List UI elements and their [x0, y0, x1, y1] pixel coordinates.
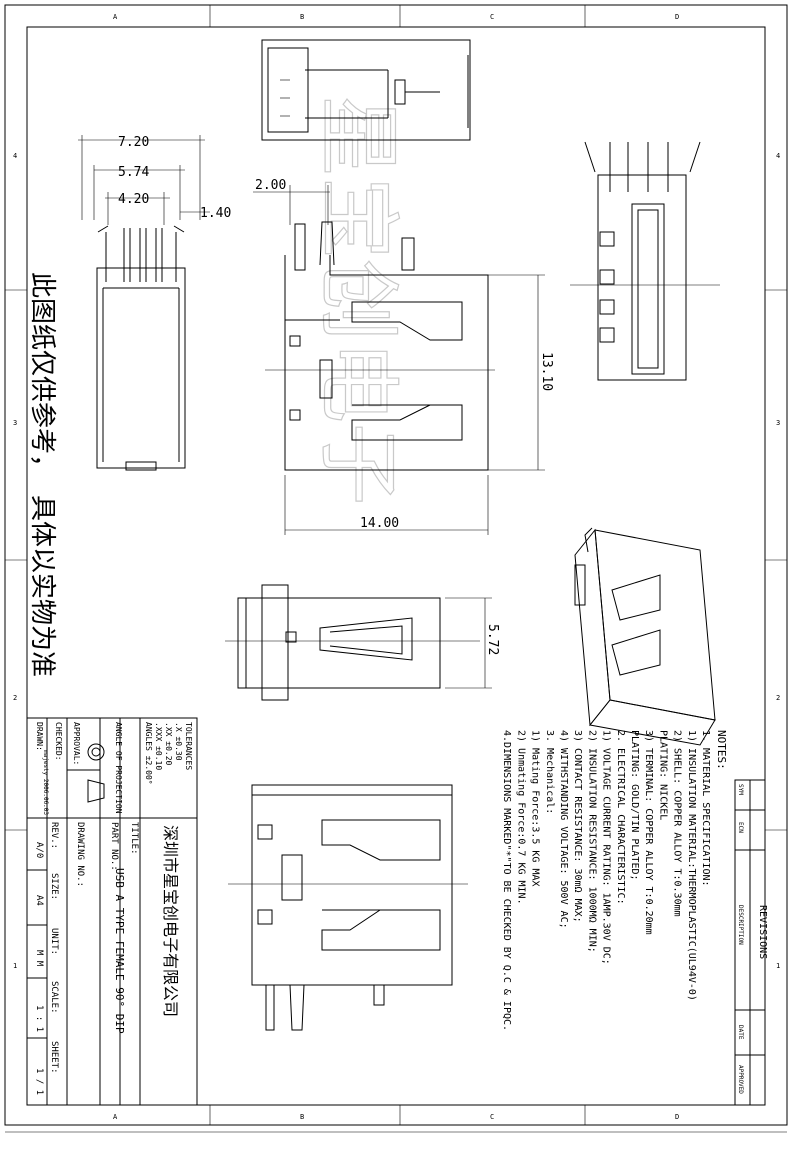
tolerance-xxx: .XXX ±0.10	[154, 722, 163, 770]
note-line: 1) Mating Force:3.5 KG MAX	[530, 730, 541, 887]
tolerance-xx: .XX ±0.20	[164, 722, 173, 766]
note-line: PLATING: GOLD/TIN PLATED;	[629, 730, 640, 881]
note-line: 2. ELECTRICAL CHARACTERISTIC:	[615, 730, 626, 905]
revisions-table	[734, 779, 766, 1106]
tolerance-x: .X ±0.30	[174, 722, 183, 761]
approval-label: APPROVAL:	[72, 722, 81, 765]
drawn-label: DRAWN:	[35, 722, 44, 751]
size-label: SIZE:	[49, 873, 59, 900]
col-label-b-bottom: B	[300, 1113, 304, 1121]
drawing-title: USB A TYPE FEMALE 90° DIP	[113, 868, 126, 1034]
note-line: 2) INSULATION RESISTANCE: 1000MΩ MIN;	[586, 730, 597, 953]
row-label-2-right: 2	[776, 694, 780, 702]
note-line: 4) WITHSTANDING VOLTAGE: 500V AC;	[558, 730, 569, 929]
rev-header-sym: SYM	[737, 784, 744, 795]
lower-side-view-drawing	[228, 784, 468, 1031]
border-ticks	[5, 5, 787, 1125]
rev-header-ecn: ECN	[737, 822, 744, 833]
dim-pin-pitch: 4.20	[118, 192, 149, 207]
isometric-view-drawing	[574, 527, 716, 746]
row-label-3: 3	[13, 419, 17, 427]
size-value: A4	[34, 895, 44, 906]
unit-value: M M	[34, 950, 44, 967]
sheet-value: 1 / 1	[34, 1068, 44, 1095]
col-label-d-bottom: D	[675, 1113, 679, 1121]
side-view-drawing	[253, 185, 545, 535]
rev-header-approved: APPROVED	[737, 1065, 744, 1094]
sheet-label: SHEET:	[49, 1041, 59, 1074]
row-label-1: 1	[13, 962, 17, 970]
title-label: TITLE:	[129, 822, 139, 855]
right-view-drawing	[570, 141, 720, 381]
row-label-1-right: 1	[776, 962, 780, 970]
notes-title: NOTES:	[715, 730, 728, 770]
note-line: 1) INSULATION MATERIAL:THERMOPLASTIC(UL9…	[686, 730, 697, 1001]
col-label-c-bottom: C	[490, 1113, 494, 1121]
rev-label: REV.:	[49, 822, 59, 849]
col-label-b-top: B	[300, 13, 304, 21]
notes-list: 1. MATERIAL SPECIFICATION:1) INSULATION …	[501, 730, 711, 1031]
row-label-4-right: 4	[776, 152, 780, 160]
drawn-value: majesty 2006.06.03	[42, 750, 49, 815]
col-label-a-top: A	[113, 13, 118, 21]
dim-height: 13.10	[539, 352, 554, 391]
scale-value: 1 : 1	[34, 1005, 44, 1032]
col-label-d-top: D	[675, 13, 679, 21]
title-block	[26, 717, 198, 1106]
note-line: 4.DIMENSIONS MARKED"*"TO BE CHECKED BY Q…	[501, 730, 512, 1031]
side-note-reference-only: 此图纸仅供参考，	[27, 272, 57, 480]
top-view-drawing	[261, 39, 471, 141]
watermark-text: 星宝创电子	[310, 95, 405, 505]
tolerance-angles: ANGLES ±2.00°	[144, 722, 153, 785]
rev-header-date: DATE	[737, 1025, 744, 1040]
dim-pin-span: 5.74	[118, 165, 149, 180]
note-line: 3. Mechanical:	[544, 730, 555, 814]
note-line: PLATING: NICKEL	[657, 730, 668, 820]
scale-label: SCALE:	[49, 981, 59, 1014]
note-line: 3) TERMINAL: COPPER ALLOY T:0.20mm	[643, 730, 654, 935]
projection-label: ANGLE OF PROJECTION	[114, 722, 123, 814]
row-label-2: 2	[13, 694, 17, 702]
bottom-view-drawing	[225, 584, 492, 701]
front-view-drawing	[78, 135, 210, 471]
drawing-no-label: DRAWING NO.:	[75, 822, 85, 887]
note-line: 3) CONTACT RESISTANCE: 30mΩ MAX;	[572, 730, 583, 923]
dim-front-width: 7.20	[118, 135, 149, 150]
note-line: 1. MATERIAL SPECIFICATION:	[700, 730, 711, 887]
row-label-3-right: 3	[776, 419, 780, 427]
part-no-label: PART NO.:	[109, 822, 119, 871]
checked-label: CHECKED:	[54, 722, 63, 761]
unit-label: UNIT:	[49, 928, 59, 955]
note-line: 2) Unmating Force:0.7 KG MIN.	[515, 730, 526, 905]
dim-length: 14.00	[360, 516, 399, 531]
tolerances-label: TOLERANCES	[184, 722, 193, 770]
note-line: 2) SHELL: COPPER ALLOY T:0.30mm	[672, 730, 683, 917]
dim-pin-offset: 1.40	[200, 206, 231, 221]
rev-header-description: DESCRIPTION	[737, 905, 744, 945]
outer-border	[4, 4, 788, 1126]
side-note-actual-product: 具体以实物为准	[27, 495, 57, 677]
col-label-a-bottom: A	[113, 1113, 118, 1121]
note-line: 1) VOLTAGE CURRENT RATING: 1AMP.30V DC;	[601, 730, 612, 965]
rev-value: A/0	[34, 842, 44, 858]
inner-border	[26, 26, 766, 1106]
dim-side-pin: 2.00	[255, 178, 286, 193]
dim-bottom-width: 5.72	[485, 624, 500, 655]
col-label-c-top: C	[490, 13, 494, 21]
revisions-title: REVISIONS	[757, 905, 768, 959]
company-name: 深圳市星宝创电子有限公司	[161, 825, 180, 1017]
row-label-4: 4	[13, 152, 17, 160]
